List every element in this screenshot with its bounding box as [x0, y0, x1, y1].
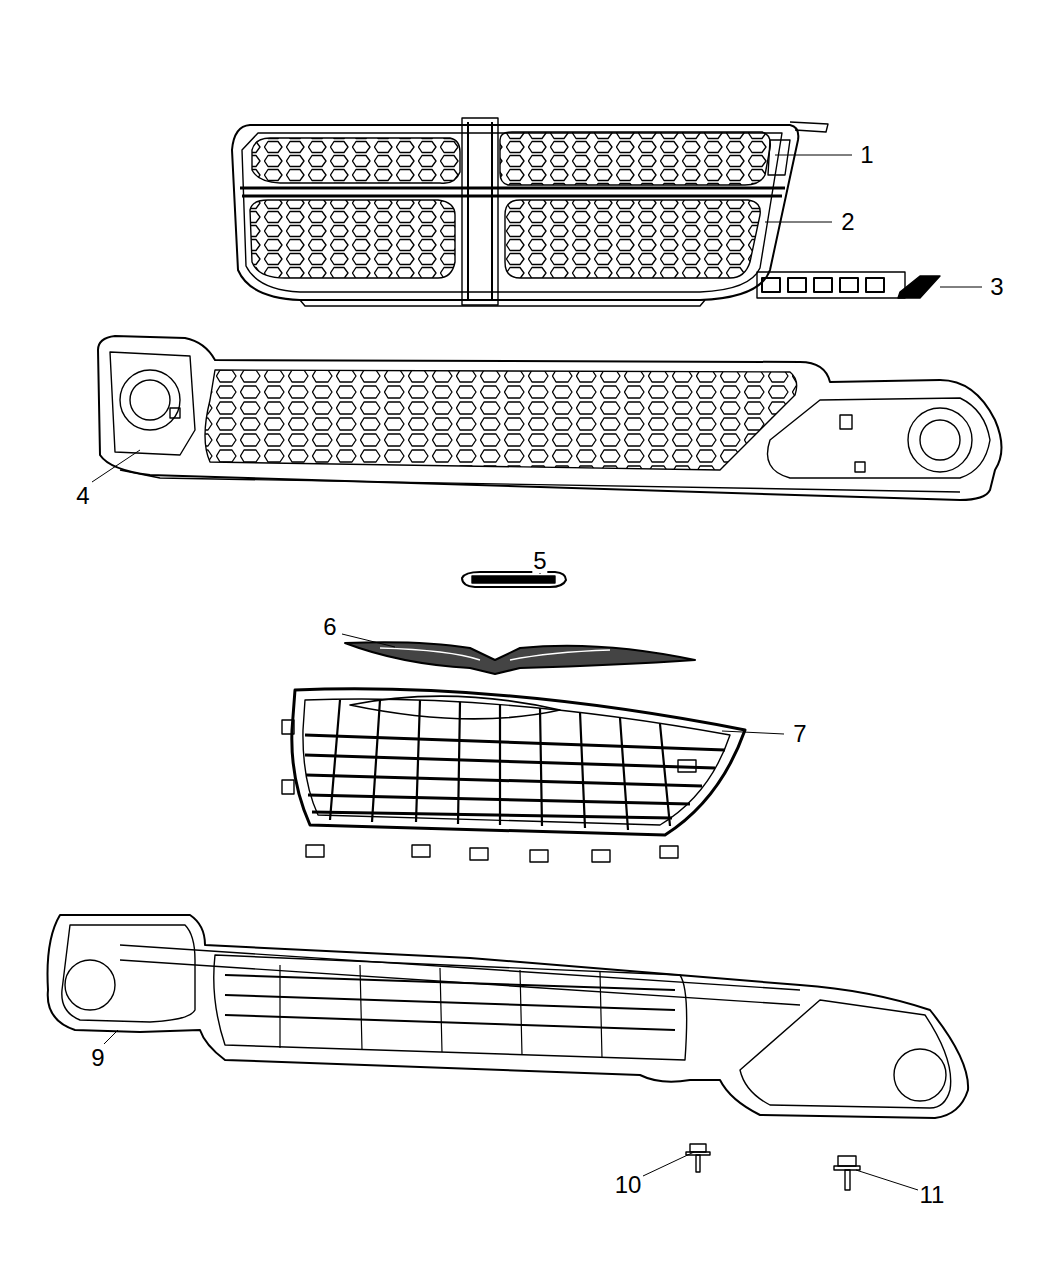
callout-number: 1 — [859, 143, 874, 167]
lower-grille-bezel — [48, 915, 969, 1118]
callout-number: 10 — [614, 1173, 643, 1197]
callout-number: 6 — [322, 615, 337, 639]
callout-number: 5 — [532, 549, 547, 573]
fasteners — [686, 1144, 860, 1190]
chrome-grille — [282, 689, 745, 862]
upper-grille — [232, 118, 828, 306]
lower-fascia — [98, 336, 1002, 500]
wing-emblem — [345, 642, 695, 674]
name-badge — [462, 572, 566, 587]
callout-number: 9 — [90, 1046, 105, 1070]
callout-number: 7 — [792, 722, 807, 746]
callout-number: 11 — [919, 1183, 946, 1207]
callout-number: 3 — [989, 275, 1004, 299]
emblem-badge — [757, 272, 940, 298]
callout-number: 4 — [75, 484, 90, 508]
callout-number: 2 — [840, 210, 855, 234]
leader-lines — [92, 155, 982, 1190]
